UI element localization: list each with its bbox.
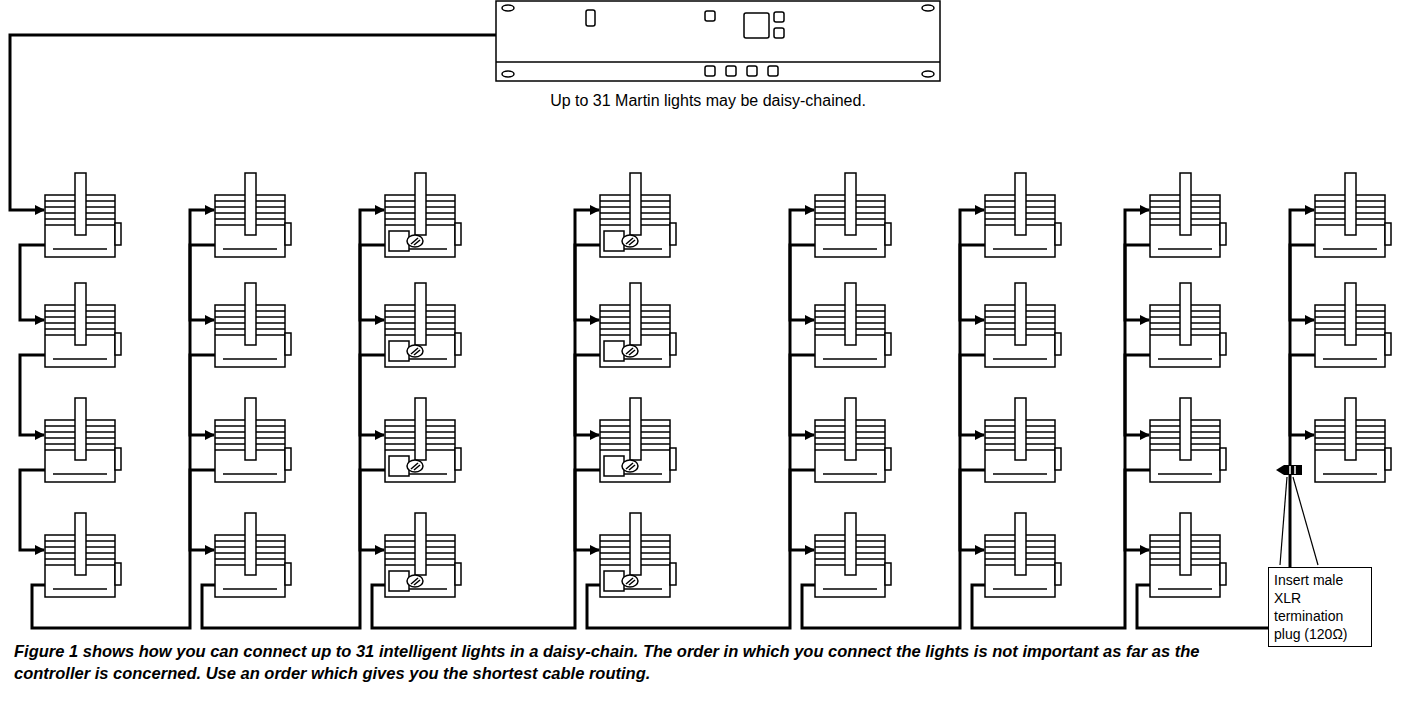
light-fixture bbox=[215, 513, 291, 597]
cable bbox=[802, 210, 984, 628]
light-fixture bbox=[600, 283, 676, 367]
cable bbox=[575, 355, 600, 435]
light-fixture bbox=[1315, 398, 1391, 482]
cable bbox=[790, 245, 815, 320]
callout-text: Insert male XLR termination plug (120Ω) bbox=[1274, 571, 1366, 643]
light-fixture bbox=[1150, 398, 1226, 482]
light-fixture bbox=[45, 513, 121, 597]
cable bbox=[20, 355, 45, 435]
leader-line bbox=[1280, 477, 1287, 565]
light-fixture bbox=[385, 398, 461, 482]
dmx-cables bbox=[10, 35, 1315, 628]
cable bbox=[20, 245, 45, 320]
light-fixture bbox=[815, 173, 891, 257]
light-fixture bbox=[1150, 513, 1226, 597]
cable bbox=[1290, 245, 1315, 320]
light-fixture bbox=[815, 283, 891, 367]
light-fixture bbox=[600, 173, 676, 257]
cable bbox=[20, 470, 45, 550]
light-fixture bbox=[385, 283, 461, 367]
cable bbox=[790, 470, 815, 550]
cable bbox=[202, 210, 384, 628]
light-fixture bbox=[815, 513, 891, 597]
light-fixture bbox=[215, 398, 291, 482]
cable bbox=[960, 245, 985, 320]
cable bbox=[372, 210, 599, 628]
controller-unit bbox=[496, 1, 940, 81]
cable bbox=[360, 355, 385, 435]
light-fixture bbox=[1150, 173, 1226, 257]
light-fixture bbox=[985, 513, 1061, 597]
cable bbox=[1290, 355, 1315, 435]
light-fixture bbox=[1150, 283, 1226, 367]
callout-box: Insert male XLR termination plug (120Ω) bbox=[1268, 567, 1372, 647]
cable bbox=[32, 210, 214, 628]
light-fixture bbox=[215, 283, 291, 367]
cable bbox=[360, 470, 385, 550]
light-fixture bbox=[985, 173, 1061, 257]
light-fixture bbox=[1315, 283, 1391, 367]
cable bbox=[190, 355, 215, 435]
cable bbox=[960, 470, 985, 550]
light-fixture bbox=[985, 398, 1061, 482]
cable bbox=[1137, 210, 1314, 628]
cable bbox=[1125, 355, 1150, 435]
cable bbox=[575, 245, 600, 320]
leader-line bbox=[1293, 477, 1318, 565]
light-fixture bbox=[385, 173, 461, 257]
cable bbox=[190, 245, 215, 320]
light-fixture bbox=[815, 398, 891, 482]
note-text: Up to 31 Martin lights may be daisy-chai… bbox=[0, 92, 1416, 110]
light-fixture bbox=[45, 283, 121, 367]
light-fixture bbox=[600, 398, 676, 482]
cable bbox=[360, 245, 385, 320]
figure-caption: Figure 1 shows how you can connect up to… bbox=[14, 640, 1249, 684]
cable bbox=[1125, 245, 1150, 320]
cable bbox=[575, 470, 600, 550]
light-fixtures bbox=[45, 173, 1391, 597]
light-fixture bbox=[45, 398, 121, 482]
cable bbox=[1125, 470, 1150, 550]
cable bbox=[960, 355, 985, 435]
cable bbox=[587, 210, 814, 628]
light-fixture bbox=[45, 173, 121, 257]
light-fixture bbox=[1315, 173, 1391, 257]
cable bbox=[790, 355, 815, 435]
termination-plug bbox=[1276, 465, 1318, 565]
cable bbox=[10, 35, 496, 210]
light-fixture bbox=[600, 513, 676, 597]
light-fixture bbox=[385, 513, 461, 597]
light-fixture bbox=[215, 173, 291, 257]
cable bbox=[972, 210, 1149, 628]
light-fixture bbox=[985, 283, 1061, 367]
cable bbox=[190, 470, 215, 550]
